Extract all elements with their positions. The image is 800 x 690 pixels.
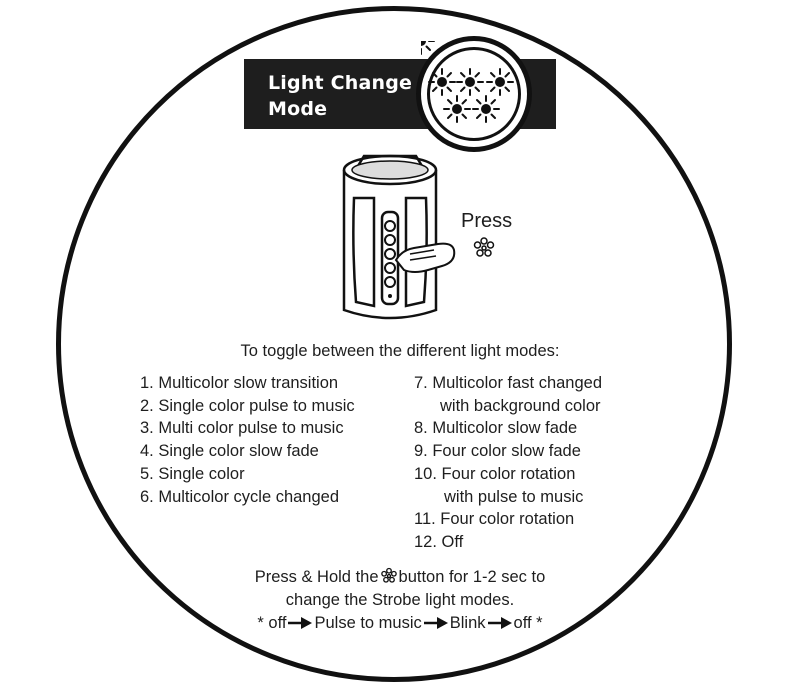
- press-label: Press: [461, 210, 513, 232]
- list-item: 5. Single color: [140, 464, 245, 483]
- arrow-right-icon: [423, 617, 448, 629]
- press-hold-text-before: Press & Hold the: [254, 568, 379, 586]
- modes-list-left: 1. Multicolor slow transition 2. Single …: [140, 372, 355, 508]
- list-item: 6. Multicolor cycle changed: [140, 487, 340, 506]
- strobe-instruction: change the Strobe light modes.: [285, 591, 515, 609]
- list-item: 7. Multicolor fast changed: [414, 374, 603, 392]
- list-item: 10. Four color rotation: [414, 464, 576, 483]
- list-item: with pulse to music: [444, 487, 584, 506]
- press-hold-text-after: button for 1-2 sec to: [398, 568, 546, 586]
- modes-list-right: 7. Multicolor fast changed with backgrou…: [414, 372, 602, 554]
- sequence-step: off *: [513, 614, 543, 632]
- list-item: 4. Single color slow fade: [140, 442, 319, 461]
- list-item: with background color: [440, 396, 601, 415]
- instructions-intro: To toggle between the different light mo…: [240, 342, 560, 360]
- strobe-flower-icon: [380, 567, 397, 583]
- arrow-right-icon: [487, 617, 512, 629]
- list-item: 11. Four color rotation: [414, 510, 575, 529]
- page-title: Light Change Mode: [268, 70, 412, 122]
- outer-circle-frame: [56, 6, 732, 682]
- list-item: 9. Four color slow fade: [414, 442, 581, 461]
- list-item: 1. Multicolor slow transition: [140, 374, 339, 392]
- strobe-flower-icon: [473, 237, 495, 257]
- press-hold-instruction: Press & Hold the button for 1-2 sec to: [0, 566, 800, 589]
- list-item: 3. Multi color pulse to music: [140, 419, 344, 438]
- light-mode-icon-badge: [416, 36, 532, 152]
- title-line-1: Light Change: [268, 72, 413, 94]
- sequence-step: Pulse to music: [314, 614, 422, 632]
- speaker-device-illustration: [342, 154, 456, 320]
- list-item: 8. Multicolor slow fade: [414, 419, 578, 438]
- strobe-sequence: * off Pulse to music Blink off *: [0, 612, 800, 635]
- list-item: 12. Off: [414, 532, 464, 551]
- five-sun-lights-icon: [421, 41, 514, 123]
- list-item: 2. Single color pulse to music: [140, 396, 355, 415]
- sequence-step: Blink: [449, 614, 486, 632]
- sequence-step: * off: [257, 614, 287, 632]
- arrow-right-icon: [288, 617, 313, 629]
- title-line-2: Mode: [268, 98, 328, 120]
